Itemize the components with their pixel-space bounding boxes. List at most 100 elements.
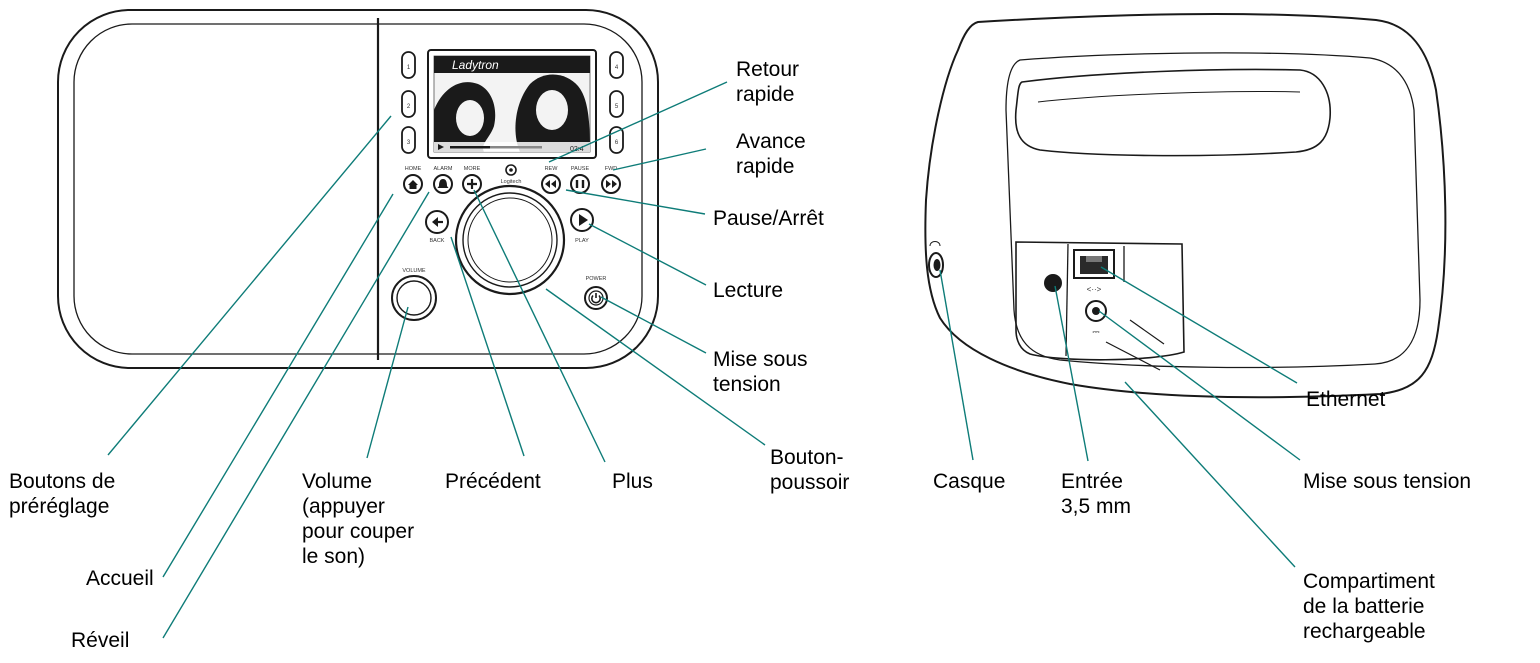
callout-volume: Volume (appuyer pour couper le son) — [302, 470, 415, 568]
preset-button-5[interactable]: 5 — [609, 90, 624, 118]
preset-number: 1 — [407, 65, 411, 71]
preset-button-4[interactable]: 4 — [609, 51, 624, 79]
rewind-icon — [545, 180, 556, 188]
home-button[interactable] — [403, 174, 423, 194]
label-rew: REW — [545, 166, 559, 172]
callout-bouton-poussoir: Bouton- poussoir — [770, 446, 850, 494]
power-symbol: ⎓ — [1092, 327, 1099, 337]
leader-volume — [366, 306, 409, 459]
front-button-labels: HOME ALARM MORE REW PAUSE FWD BACK PLAY … — [402, 166, 617, 282]
power-jack[interactable]: ⎓ — [1085, 300, 1107, 337]
front-screen: Ladytron 02:4 — [427, 49, 597, 159]
front-device — [57, 9, 659, 369]
rewind-button[interactable] — [541, 174, 561, 194]
label-back: BACK — [430, 238, 445, 244]
leader-casque — [939, 269, 974, 461]
rear-ports: <··> ⎓ — [928, 241, 1165, 371]
album-art-face-right — [536, 90, 568, 130]
headphone-icon — [929, 241, 941, 247]
leader-lecture — [588, 223, 707, 286]
power-icon — [591, 293, 601, 304]
ethernet-symbol: <··> — [1087, 285, 1102, 294]
callout-mise-sous-tension-rear: Mise sous tension — [1303, 470, 1472, 493]
label-power: POWER — [586, 276, 607, 282]
preset-buttons: 1 2 3 4 5 6 — [401, 51, 624, 154]
ethernet-port[interactable]: <··> — [1073, 249, 1115, 294]
callout-compartiment-batterie: Compartiment de la batterie rechargeable — [1303, 570, 1435, 643]
leader-dial — [545, 288, 766, 446]
rear-shell — [924, 13, 1447, 399]
leader-ethernet — [1100, 266, 1298, 384]
volume-knob[interactable] — [391, 275, 437, 321]
forward-button[interactable] — [601, 174, 621, 194]
callout-precedent: Précédent — [445, 470, 541, 493]
preset-button-2[interactable]: 2 — [401, 90, 416, 118]
label-fwd: FWD — [605, 166, 618, 172]
leader-pause-arret — [565, 189, 706, 215]
back-arrow-icon — [432, 217, 438, 227]
logitech-logo: Logitech — [501, 164, 522, 185]
leader-retour-rapide — [548, 81, 728, 163]
play-icon — [579, 214, 588, 226]
pause-icon — [575, 180, 585, 188]
navigation-dial[interactable] — [454, 184, 566, 296]
callout-boutons-prereglage: Boutons de préréglage — [9, 470, 116, 518]
power-button[interactable] — [584, 286, 608, 310]
front-outer-shell — [57, 9, 659, 369]
leader-lines — [107, 81, 1301, 639]
leader-power-front — [600, 296, 707, 354]
preset-button-1[interactable]: 1 — [401, 51, 416, 79]
callout-plus: Plus — [612, 470, 653, 493]
callout-pause-arret: Pause/Arrêt — [713, 207, 824, 230]
label-more: MORE — [464, 166, 481, 172]
preset-number: 5 — [615, 104, 619, 110]
callout-casque: Casque — [933, 470, 1006, 493]
preset-number: 6 — [615, 140, 619, 146]
play-button[interactable] — [570, 208, 594, 232]
label-volume: VOLUME — [402, 268, 426, 274]
plus-icon — [467, 179, 477, 189]
leader-entree — [1054, 285, 1089, 462]
screen-play-icon — [438, 144, 444, 150]
leader-plus — [473, 189, 606, 463]
rear-handle — [1014, 68, 1331, 157]
rear-inner-panel — [1005, 52, 1421, 369]
fast-forward-icon — [606, 180, 617, 188]
pause-button[interactable] — [570, 174, 590, 194]
preset-number: 3 — [407, 140, 411, 146]
rear-device — [924, 13, 1447, 399]
leader-battery — [1124, 381, 1296, 568]
label-play: PLAY — [575, 238, 589, 244]
callout-ethernet: Ethernet — [1306, 388, 1386, 411]
front-inner-bezel — [73, 23, 643, 355]
home-icon — [408, 180, 418, 189]
preset-number: 4 — [615, 65, 619, 71]
alarm-button[interactable] — [433, 174, 453, 194]
callout-reveil: Réveil — [71, 629, 130, 652]
screen-band-name: Ladytron — [452, 58, 499, 72]
leader-back — [450, 236, 525, 457]
leader-home — [162, 193, 394, 578]
brand-name: Logitech — [501, 179, 522, 185]
preset-button-3[interactable]: 3 — [401, 126, 416, 154]
callout-mise-sous-tension-front: Mise sous tension — [713, 348, 808, 396]
preset-button-6[interactable]: 6 — [609, 126, 624, 154]
label-home: HOME — [405, 166, 422, 172]
callout-avance-rapide: Avance rapide — [736, 130, 806, 178]
more-button[interactable] — [462, 174, 482, 194]
callout-retour-rapide: Retour rapide — [736, 58, 800, 106]
callout-accueil: Accueil — [86, 567, 154, 590]
line-in-jack[interactable] — [1044, 274, 1062, 292]
album-art-face-left — [456, 100, 484, 136]
rear-handle-inner — [1037, 90, 1301, 103]
label-pause: PAUSE — [571, 166, 590, 172]
leader-avance-rapide — [612, 148, 707, 171]
rear-port-panel — [1015, 241, 1185, 361]
leader-power-rear — [1098, 310, 1301, 461]
callout-entree: Entrée 3,5 mm — [1061, 470, 1132, 518]
leader-presets — [107, 115, 392, 456]
back-button[interactable] — [425, 210, 449, 234]
bell-icon — [437, 179, 449, 188]
